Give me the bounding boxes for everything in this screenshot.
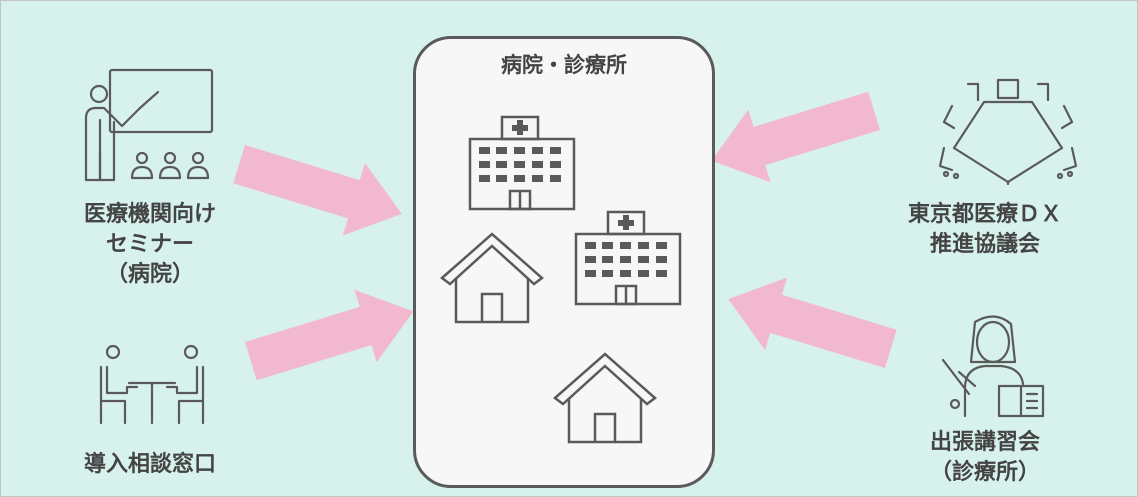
seminar-label-line: （病院） bbox=[105, 262, 194, 287]
lecture-label-line: （診療所） bbox=[929, 460, 1040, 485]
consultation-label: 導入相談窓口 bbox=[40, 450, 260, 480]
council-label-line: 東京都医療ＤＸ bbox=[907, 202, 1062, 227]
house-icon bbox=[553, 352, 657, 444]
house-icon bbox=[440, 232, 544, 324]
seminar-label-line: 医療機関向け bbox=[83, 202, 216, 227]
arrow-consultation-to-center bbox=[245, 289, 414, 381]
hospital-building-icon bbox=[574, 210, 682, 306]
lecture-label-line: 出張講習会 bbox=[929, 430, 1040, 455]
center-title: 病院・診療所 bbox=[501, 53, 627, 77]
arrow-lecture-to-center bbox=[728, 277, 897, 368]
conference-table-icon bbox=[938, 78, 1078, 186]
council-label-line: 推進協議会 bbox=[929, 232, 1040, 257]
arrow-seminar-to-center bbox=[233, 145, 402, 236]
seminar-label: 医療機関向け セミナー （病院） bbox=[40, 200, 260, 290]
arrow-council-to-center bbox=[711, 91, 880, 183]
hospital-building-icon bbox=[468, 115, 576, 211]
seminar-icon bbox=[84, 68, 214, 182]
lecturer-icon bbox=[941, 315, 1045, 418]
consultation-icon bbox=[99, 344, 205, 425]
lecture-label: 出張講習会 （診療所） bbox=[880, 428, 1090, 488]
seminar-label-line: セミナー bbox=[105, 232, 194, 257]
council-label: 東京都医療ＤＸ 推進協議会 bbox=[870, 200, 1100, 260]
consultation-label-line: 導入相談窓口 bbox=[83, 452, 216, 477]
